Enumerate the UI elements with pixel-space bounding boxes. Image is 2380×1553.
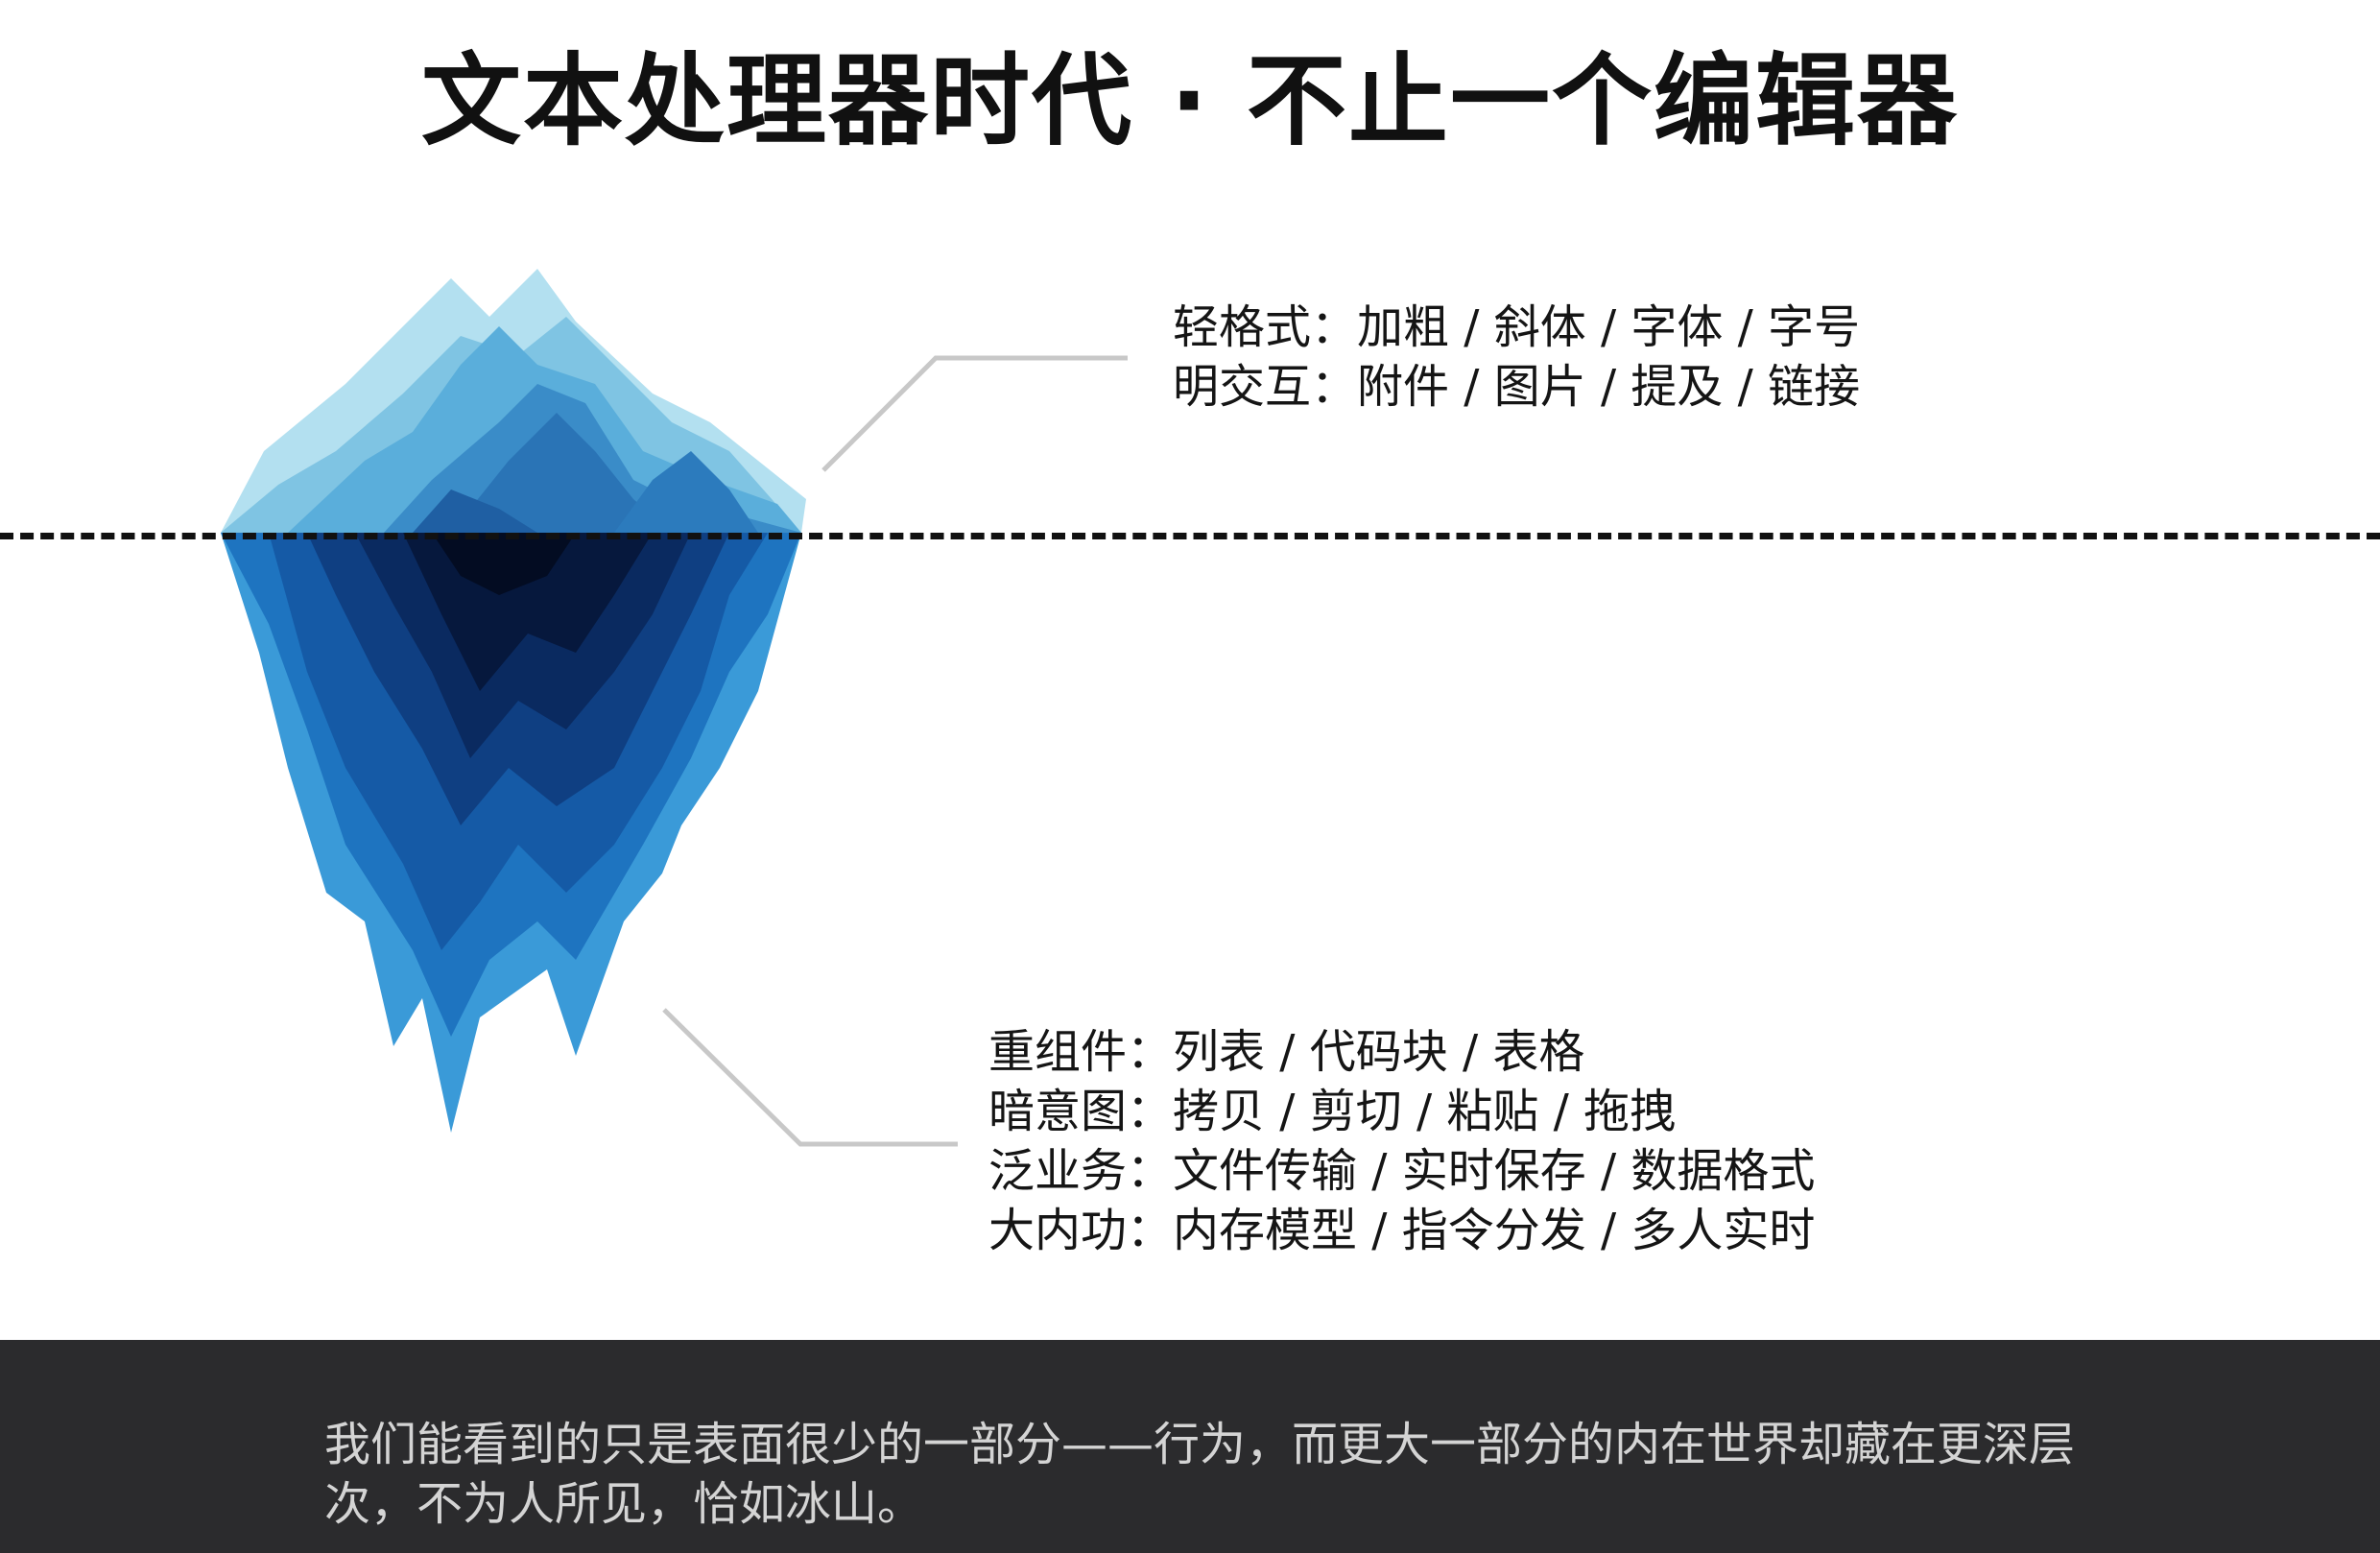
below-water-labels: 重组件：列表 / 代码块 / 表格 暗意图：拷贝 / 剪切 / 粘贴 / 拖拽 … xyxy=(988,1022,1815,1260)
footer-banner: 我们能看到的只是表面很少的一部分——行为，而更大一部分的内在世界却藏在更深层次，… xyxy=(0,1340,2380,1553)
label-items: 附件 / 图片 / 提及 / 链接 xyxy=(1357,360,1861,414)
label-row: 大内功：内存模型 / 指令分发 / 多人实时 xyxy=(988,1201,1815,1260)
label-separator: ： xyxy=(1127,1025,1174,1079)
label-term: 泛业务 xyxy=(988,1144,1128,1198)
label-separator: ： xyxy=(1127,1085,1174,1138)
connector-bottom xyxy=(662,1008,958,1147)
iceberg-tip xyxy=(221,269,806,533)
label-items: 拷贝 / 剪切 / 粘贴 / 拖拽 xyxy=(1173,1085,1677,1138)
page-title: 文本处理器时代 · 不止一个编辑器 xyxy=(421,42,1959,159)
label-items: 列表 / 代码块 / 表格 xyxy=(1173,1025,1585,1079)
label-term: 轻格式 xyxy=(1173,300,1312,354)
label-separator: ： xyxy=(1311,360,1358,414)
label-separator: ： xyxy=(1127,1204,1174,1257)
label-term: 大内功 xyxy=(988,1204,1128,1257)
above-water-labels: 轻格式：加粗 / 斜体 / 字体 / 字号 明交互：附件 / 图片 / 提及 /… xyxy=(1173,298,1860,417)
connector-top xyxy=(821,355,1128,472)
label-term: 明交互 xyxy=(1173,360,1312,414)
label-separator: ： xyxy=(1127,1144,1174,1198)
label-separator: ： xyxy=(1311,300,1358,354)
iceberg-body xyxy=(221,533,801,1133)
label-row: 轻格式：加粗 / 斜体 / 字体 / 字号 xyxy=(1173,298,1860,357)
label-items: 文件传输 / 实时保存 / 数据格式 xyxy=(1173,1144,1816,1198)
footer-caption: 我们能看到的只是表面很少的一部分——行为，而更大一部分的内在世界却藏在更深层次，… xyxy=(324,1418,2076,1531)
waterline xyxy=(0,533,2380,539)
label-row: 明交互：附件 / 图片 / 提及 / 链接 xyxy=(1173,357,1860,417)
label-row: 暗意图：拷贝 / 剪切 / 粘贴 / 拖拽 xyxy=(988,1082,1815,1141)
label-term: 重组件 xyxy=(988,1025,1128,1079)
label-items: 内存模型 / 指令分发 / 多人实时 xyxy=(1173,1204,1816,1257)
label-row: 泛业务：文件传输 / 实时保存 / 数据格式 xyxy=(988,1141,1815,1201)
label-row: 重组件：列表 / 代码块 / 表格 xyxy=(988,1022,1815,1082)
label-items: 加粗 / 斜体 / 字体 / 字号 xyxy=(1357,300,1861,354)
label-term: 暗意图 xyxy=(988,1085,1128,1138)
